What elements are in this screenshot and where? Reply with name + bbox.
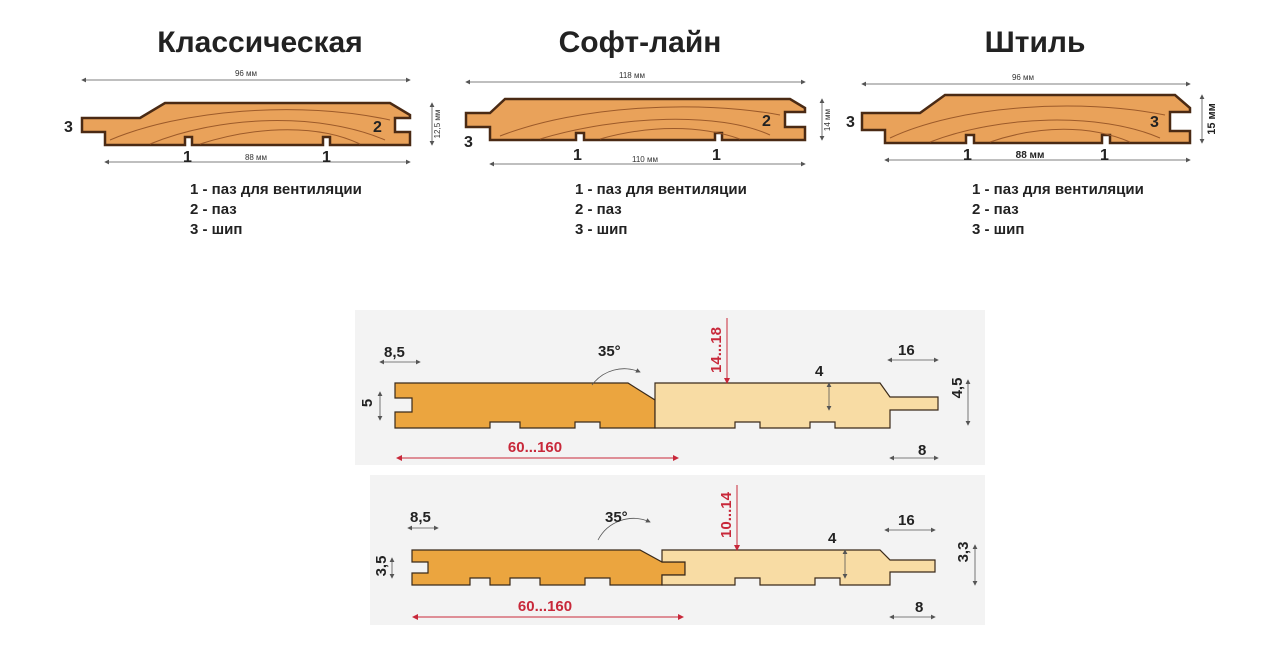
tongue-thickness-label: 3,3 (955, 542, 972, 563)
width-top-label: 96 мм (1012, 73, 1034, 82)
profile-softline: Софт-лайн 118 мм 14 мм 110 мм 3 2 1 1 1 … (464, 26, 832, 238)
thickness-label: 14 мм (823, 109, 832, 131)
vent-marker: 1 (183, 149, 192, 166)
profile-shtil: Штиль 96 мм 15 мм 88 мм 3 3 1 1 1 - паз … (846, 26, 1218, 238)
board-profile (860, 93, 1192, 145)
tongue-offset-label: 8,5 (410, 509, 431, 526)
groove-marker: 2 (762, 113, 771, 130)
groove-marker: 2 (373, 119, 382, 136)
vent-marker: 1 (1100, 147, 1109, 164)
width-range-label: 60...160 (508, 439, 562, 456)
profile-title: Классическая (157, 26, 362, 59)
wood-grain (109, 109, 391, 145)
legend-item: 2 - паз (972, 201, 1019, 218)
groove-left-label: 3,5 (373, 556, 390, 577)
angle-label: 35° (605, 509, 628, 526)
vent-marker: 1 (322, 149, 331, 166)
legend-item: 2 - паз (190, 201, 237, 218)
vent-marker: 1 (712, 147, 721, 164)
width-bottom-label: 110 мм (632, 155, 658, 164)
joint-diagram-1: 8,5 35° 14...18 4 16 4,5 5 60...160 8 (355, 310, 985, 465)
tongue-length-label: 16 (898, 342, 915, 359)
thickness-label: 12,5 мм (433, 110, 442, 139)
groove-depth-label: 4 (815, 363, 824, 380)
vent-marker: 1 (963, 147, 972, 164)
wood-grain (889, 105, 1166, 143)
tongue-thickness-label: 4,5 (949, 378, 966, 399)
board-left (394, 382, 656, 429)
tongue-marker: 3 (846, 114, 855, 131)
tongue-marker: 3 (64, 119, 73, 136)
tongue-length-label: 16 (898, 512, 915, 529)
legend-item: 1 - паз для вентиляции (575, 181, 747, 198)
board-profile (464, 97, 807, 142)
bottom-step-label: 8 (915, 599, 923, 616)
width-top-label: 118 мм (619, 71, 645, 80)
tongue-offset-label: 8,5 (384, 344, 405, 361)
width-bottom-label: 88 мм (245, 153, 267, 162)
board-right (654, 382, 939, 429)
bottom-step-label: 8 (918, 442, 926, 459)
profile-title: Софт-лайн (559, 26, 722, 59)
board-right (661, 549, 936, 586)
groove-marker: 3 (1150, 114, 1159, 131)
legend-item: 3 - шип (575, 221, 627, 238)
thickness-range-label: 14...18 (708, 327, 725, 373)
legend-item: 3 - шип (190, 221, 242, 238)
joint-diagram-2: 8,5 35° 10...14 4 16 3,3 3,5 60...160 8 (370, 475, 985, 625)
groove-depth-label: 4 (828, 530, 837, 547)
wood-grain (499, 106, 781, 140)
thickness-label: 15 мм (1206, 103, 1218, 135)
board-left (411, 549, 686, 586)
width-bottom-label: 88 мм (1016, 150, 1045, 161)
width-range-label: 60...160 (518, 598, 572, 615)
board-profile (80, 101, 412, 147)
angle-label: 35° (598, 343, 621, 360)
tongue-marker: 3 (464, 134, 473, 151)
legend-item: 3 - шип (972, 221, 1024, 238)
legend-item: 1 - паз для вентиляции (190, 181, 362, 198)
profile-classic: Классическая 96 мм 12,5 мм 88 мм 3 2 1 1… (64, 26, 442, 238)
profile-title: Штиль (985, 26, 1086, 59)
vent-marker: 1 (573, 147, 582, 164)
legend-item: 1 - паз для вентиляции (972, 181, 1144, 198)
legend-item: 2 - паз (575, 201, 622, 218)
groove-left-label: 5 (359, 399, 376, 407)
width-top-label: 96 мм (235, 69, 257, 78)
thickness-range-label: 10...14 (718, 491, 735, 538)
